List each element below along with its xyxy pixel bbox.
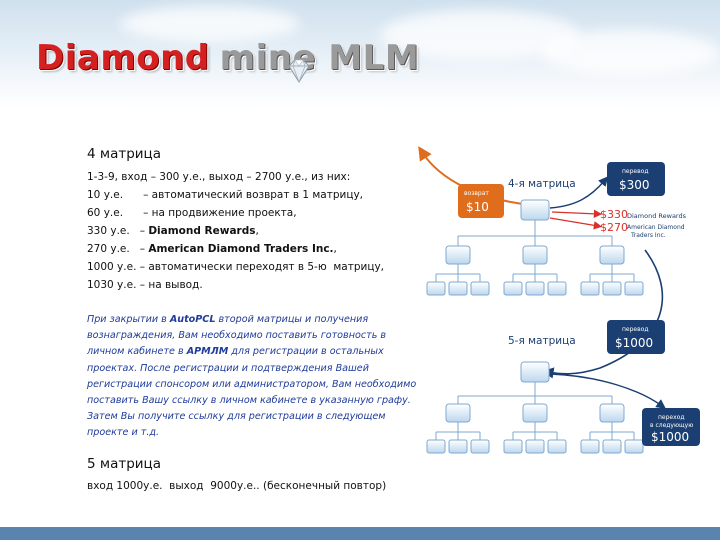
matrix-5-root-node [520, 361, 550, 383]
adt-arrow [549, 217, 603, 230]
line-270-amount: 270 у.е. [87, 243, 130, 255]
out-1000-small: перевод [622, 326, 648, 333]
matrix-4-label: 4-я матрица [508, 178, 576, 190]
line-270-dash: – [129, 243, 149, 255]
matrix-4-level-2 [426, 281, 644, 296]
dr-arrow [551, 209, 603, 219]
matrix-5-level-1 [445, 403, 625, 423]
line-330-end: , [255, 225, 259, 237]
footer-bar [0, 527, 720, 540]
line-270-recipient: American Diamond Traders Inc. [148, 243, 334, 255]
out-300-arrow [549, 176, 609, 209]
line-matrix-5: вход 1000у.е. выход 9000у.е.. (бесконечн… [87, 479, 387, 492]
return-badge [458, 184, 504, 218]
next-arrow [549, 373, 666, 409]
out-1000-badge [607, 320, 665, 354]
line-330-amount: 330 у.е. [87, 225, 130, 237]
line-1: 1-3-9, вход – 300 у.е., выход – 2700 у.е… [87, 171, 351, 183]
title-word-mine-mlm: mine MLM [219, 38, 420, 78]
transition-arrow [542, 249, 664, 379]
adt-label-1: American Diamond [627, 224, 685, 231]
header-background [0, 0, 720, 108]
para-autopcl: AutoPCL [169, 314, 216, 325]
matrix-5-tree [435, 382, 635, 440]
para-apmlm: АРМЛМ [186, 346, 229, 358]
instruction-paragraph: При закрытии в AutoPCL второй матрицы и … [87, 312, 417, 442]
line-6: 1000 у.е. – автоматически переходят в 5-… [87, 261, 385, 273]
adt-amount: $270 [600, 221, 628, 234]
return-amount: $10 [466, 200, 489, 214]
adt-label-2: Traders Inc. [630, 232, 666, 239]
line-270: 270 у.е. – American Diamond Traders Inc.… [87, 240, 417, 258]
next-small-2: в следующую [650, 422, 693, 429]
line-7: 1030 у.е. – на вывод. [87, 279, 203, 291]
out-300-amount: $300 [619, 178, 650, 192]
line-330-recipient: Diamond Rewards [148, 225, 256, 237]
matrix-diagram: возврат $10 4-я матрица 5-я матрица пере… [418, 146, 700, 454]
matrix-5-level-2 [426, 439, 644, 454]
dr-label: Diamond Rewards [627, 212, 687, 220]
heading-matrix-4: 4 матрица [87, 146, 162, 162]
matrix-5-label: 5-я матрица [508, 335, 576, 347]
line-2: 10 у.е. – автоматический возврат в 1 мат… [87, 189, 364, 201]
para-part-2: второй матрицы и получения вознаграждени… [87, 314, 387, 358]
text-panel: 4 матрица 1-3-9, вход – 300 у.е., выход … [87, 146, 417, 495]
out-1000-amount: $1000 [615, 336, 653, 350]
dr-amount: $330 [600, 208, 628, 221]
cloud-decoration [120, 6, 300, 42]
matrix-4-tree [435, 220, 635, 282]
heading-matrix-5: 5 матрица [87, 455, 162, 472]
para-part-3: для регистрации в остальных проектах. По… [87, 346, 417, 439]
matrix-4-root-node [520, 199, 550, 221]
next-small-1: переход [658, 414, 684, 421]
next-amount: $1000 [651, 430, 689, 444]
para-part-1: При закрытии в [87, 314, 170, 325]
line-3: 60 у.е. – на продвижение проекта, [87, 207, 297, 219]
line-270-end: , [333, 243, 337, 255]
out-300-small: перевод [622, 168, 648, 175]
cloud-decoration [540, 30, 720, 76]
line-330-dash: – [129, 225, 149, 237]
return-small: возврат [464, 190, 489, 197]
diamond-icon [288, 59, 310, 84]
matrix-4-level-1 [445, 245, 625, 265]
line-330: 330 у.е. – Diamond Rewards, [87, 222, 417, 240]
title-word-diamond: Diamond [36, 38, 210, 78]
out-300-badge [607, 162, 665, 196]
next-project-badge [642, 408, 700, 446]
